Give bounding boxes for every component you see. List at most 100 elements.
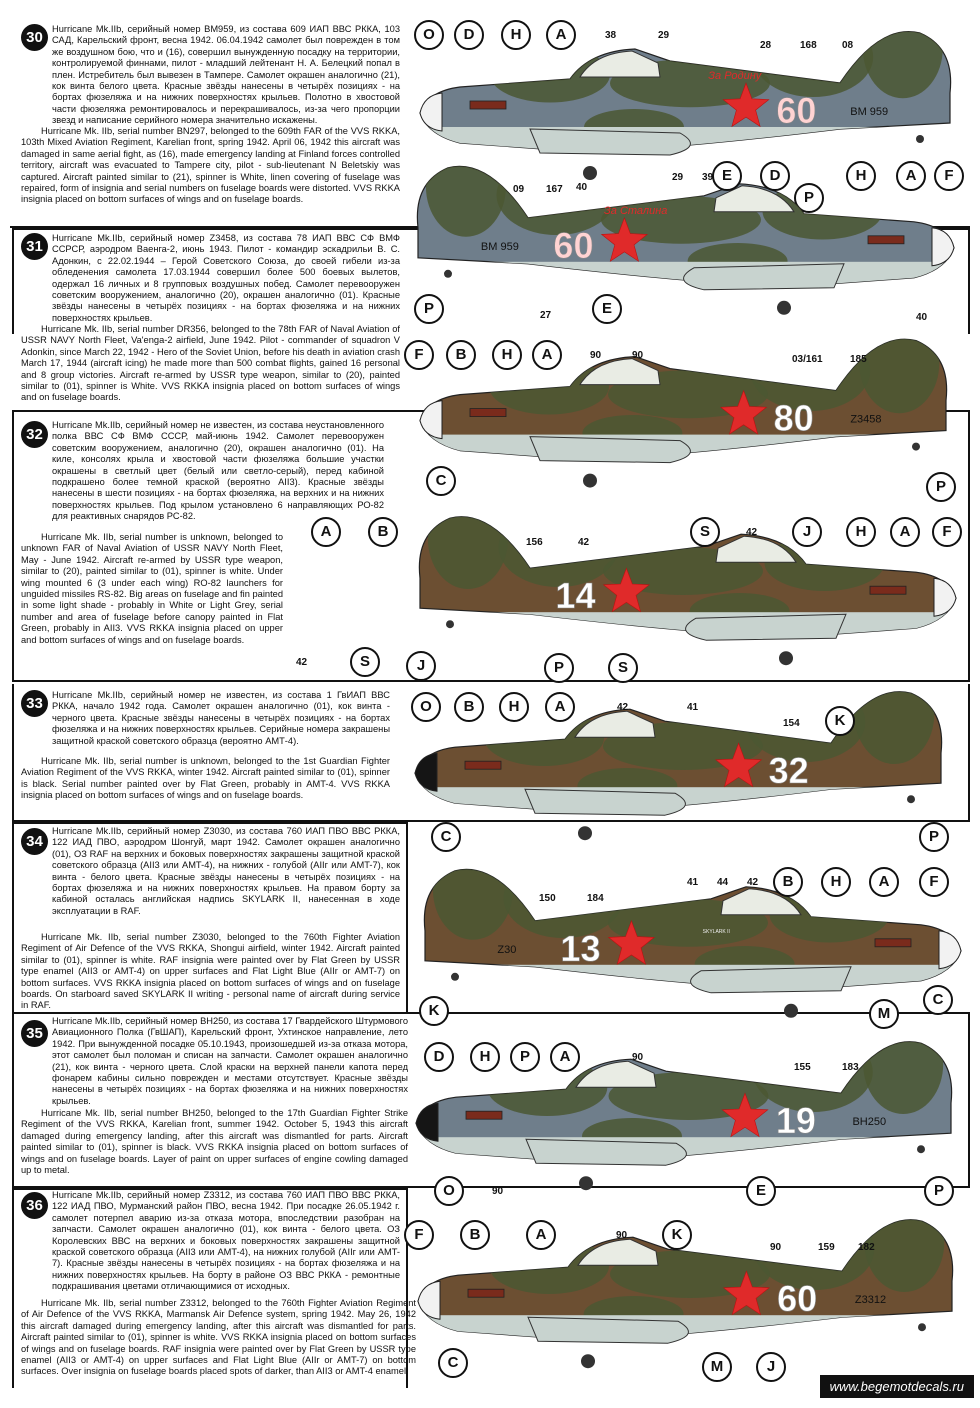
callout-j: J (792, 517, 822, 547)
entry-34-ru: Hurricane Mk.IIb, серийный номер Z3030, … (52, 826, 400, 916)
decal-number: 183 (842, 1062, 859, 1073)
callout-f: F (919, 867, 949, 897)
callout-c: C (426, 466, 456, 496)
decal-number: 182 (858, 1242, 875, 1253)
callout-h: H (846, 517, 876, 547)
callout-b: B (460, 1220, 490, 1250)
entry-31-ru: Hurricane Mk.IIb, серийный номер Z3458, … (52, 233, 400, 323)
callout-h: H (821, 867, 851, 897)
side-number: 60 (553, 225, 593, 266)
decal-number: 38 (605, 30, 617, 41)
entry-34-text: Hurricane Mk.IIb, серийный номер Z3030, … (52, 826, 400, 924)
profile-number-badge: 36 (21, 1192, 48, 1219)
decal-number: 08 (842, 40, 854, 51)
side-number: 60 (776, 90, 816, 131)
decal-number: 167 (546, 184, 563, 195)
entry-36-text: Hurricane Mk.IIb, серийный номер Z3312, … (52, 1190, 400, 1300)
decal-number: 41 (687, 702, 699, 713)
entry-30-en: Hurricane Mk. IIb, serial number BN297, … (21, 126, 400, 205)
callout-e: E (592, 294, 622, 324)
section-frame-35 (12, 1012, 970, 1188)
slogan-text: За Родину (708, 70, 763, 82)
callout-p: P (414, 294, 444, 324)
callout-c: C (923, 985, 953, 1015)
decal-number: 03/161 (792, 354, 823, 365)
serial-number: BM 959 (850, 106, 888, 118)
section-frame-34 (12, 822, 408, 1012)
callout-a: A (526, 1220, 556, 1250)
entry-33-ru: Hurricane Mk.IIb, серийный номер не изве… (52, 690, 390, 746)
side-number: 60 (777, 1278, 817, 1319)
hurricane-silhouette: 32 (414, 691, 943, 841)
entry-36-ru: Hurricane Mk.IIb, серийный номер Z3312, … (52, 1190, 400, 1292)
callout-h: H (470, 1042, 500, 1072)
entry-35-text: Hurricane Mk.IIb, серийный номер BH250, … (52, 1016, 408, 1114)
entry-30-en-text: Hurricane Mk. IIb, serial number BN297, … (21, 126, 400, 213)
entry-33-en-text: Hurricane Mk. IIb, serial number is unkn… (21, 756, 390, 809)
entry-33-en: Hurricane Mk. IIb, serial number is unkn… (21, 756, 390, 801)
decal-number: 29 (672, 172, 684, 183)
serial-number: BH250 (852, 1116, 886, 1128)
callout-h: H (492, 340, 522, 370)
side-number: 14 (555, 575, 595, 616)
serial-number: Z3458 (850, 414, 881, 426)
section-frame-33 (12, 684, 970, 822)
callout-a: A (545, 692, 575, 722)
callout-j: J (756, 1352, 786, 1382)
decal-number: 27 (540, 310, 552, 321)
entry-35-en: Hurricane Mk. IIb, serial number BH250, … (21, 1108, 408, 1176)
profile-number-badge: 35 (21, 1020, 48, 1047)
entry-31-en: Hurricane Mk. IIb, serial number DR356, … (21, 324, 400, 403)
callout-d: D (454, 20, 484, 50)
decal-number: 90 (492, 1186, 504, 1197)
hurricane-silhouette: 19 BH250 (415, 1041, 953, 1191)
decal-number: 41 (687, 877, 699, 888)
entry-31-text: Hurricane Mk.IIb, серийный номер Z3458, … (52, 233, 400, 331)
callout-f: F (934, 161, 964, 191)
callout-a: A (896, 161, 926, 191)
decal-number: 90 (632, 350, 644, 361)
callout-p: P (510, 1042, 540, 1072)
callout-e: E (746, 1176, 776, 1206)
profile-number-badge: 32 (21, 421, 48, 448)
entry-35-ru: Hurricane Mk.IIb, серийный номер BH250, … (52, 1016, 408, 1106)
entry-32-en-text: Hurricane Mk. IIb, serial number is unkn… (21, 532, 283, 653)
aircraft-name: SKYLARK II (703, 929, 730, 935)
decal-number: 154 (783, 718, 800, 729)
decal-number: 184 (587, 893, 604, 904)
callout-d: D (424, 1042, 454, 1072)
entry-32-ru: Hurricane Mk.IIb, серийный номер не изве… (52, 420, 384, 522)
callout-o: O (411, 692, 441, 722)
decal-number: 90 (616, 1230, 628, 1241)
section-frame-36 (12, 1188, 408, 1388)
decal-number: 40 (916, 312, 928, 323)
side-number: 19 (776, 1100, 816, 1141)
decal-number: 159 (818, 1242, 835, 1253)
entry-35-en-text: Hurricane Mk. IIb, serial number BH250, … (21, 1108, 408, 1183)
callout-h: H (499, 692, 529, 722)
callout-h: H (846, 161, 876, 191)
decal-number: 185 (850, 354, 867, 365)
callout-m: M (702, 1352, 732, 1382)
callout-b: B (454, 692, 484, 722)
callout-o: O (434, 1176, 464, 1206)
entry-34-en-text: Hurricane Mk. IIb, serial number Z3030, … (21, 932, 400, 1019)
hurricane-silhouette: 60 BM 959 За Родину (419, 31, 952, 180)
side-number: 13 (560, 928, 600, 969)
callout-s: S (690, 517, 720, 547)
decal-number: 42 (296, 657, 308, 668)
website-url[interactable]: www.begemotdecals.ru (819, 1375, 974, 1398)
callout-p: P (926, 472, 956, 502)
callout-f: F (932, 517, 962, 547)
decal-number: 155 (794, 1062, 811, 1073)
serial-number: Z3312 (855, 1294, 886, 1306)
decal-number: 90 (590, 350, 602, 361)
callout-b: B (773, 867, 803, 897)
callout-a: A (890, 517, 920, 547)
